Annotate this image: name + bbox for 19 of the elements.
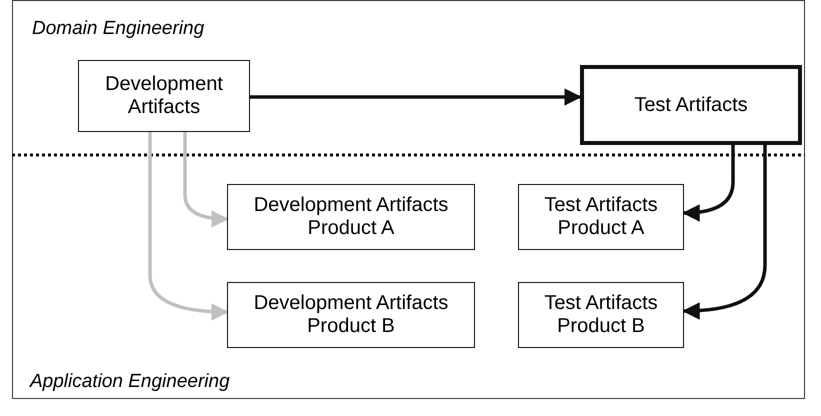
section-label: Application Engineering <box>30 371 230 393</box>
process-box <box>518 282 684 348</box>
section-label: Domain Engineering <box>32 18 204 40</box>
box-label: Development Artifacts Product A <box>252 194 450 240</box>
arrow <box>148 132 229 320</box>
box-label: Development Artifacts Product B <box>252 292 450 338</box>
process-box <box>227 282 475 348</box>
box-label: Development Artifacts <box>104 73 224 119</box>
arrow <box>682 145 735 222</box>
arrow <box>250 88 582 106</box>
box-label: Test Artifacts Product B <box>543 292 659 338</box>
process-box <box>78 60 250 132</box>
bold-box <box>580 65 802 145</box>
process-box <box>518 184 684 250</box>
process-box <box>227 184 475 250</box>
arrow <box>183 132 229 228</box>
box-label: Test Artifacts <box>634 94 748 116</box>
arrow <box>682 145 767 320</box>
box-label: Test Artifacts Product A <box>543 194 659 240</box>
